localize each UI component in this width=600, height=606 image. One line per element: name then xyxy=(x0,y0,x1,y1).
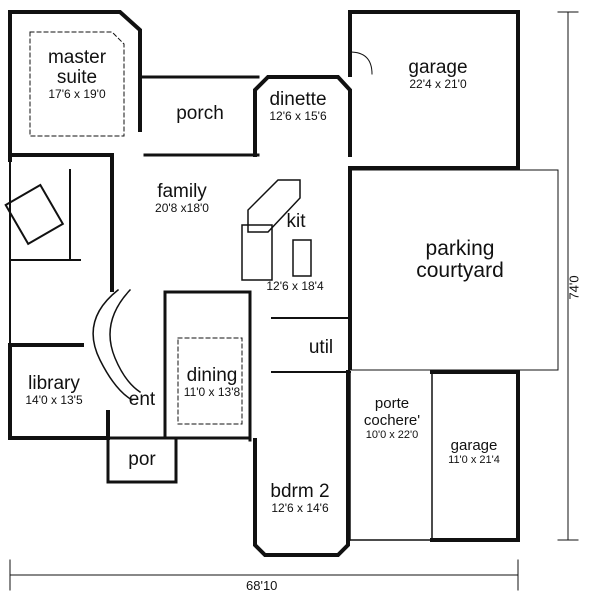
label-porte-cochere: porte cochere' 10'0 x 22'0 xyxy=(363,395,421,441)
label-bdrm2: bdrm 2 12'6 x 14'6 xyxy=(270,481,330,515)
label-family: family 20'8 x18'0 xyxy=(155,181,209,215)
wall-family xyxy=(110,153,352,370)
wall-dinette xyxy=(253,75,352,157)
master-suite-tray-ceiling xyxy=(29,31,125,137)
overall-width-label: 68'10 xyxy=(246,578,278,593)
label-util: util xyxy=(308,337,334,358)
wall-por xyxy=(106,436,178,484)
wall-master-suite xyxy=(8,10,142,162)
wall-bath xyxy=(4,159,81,346)
porte-cochere-outline xyxy=(349,371,433,541)
label-porch: porch xyxy=(176,103,224,124)
label-por: por xyxy=(128,449,156,470)
wall-util xyxy=(271,317,351,373)
label-garage-small: garage 11'0 x 21'4 xyxy=(448,437,500,466)
label-master-suite: master suite 17'6 x 19'0 xyxy=(47,47,107,101)
garage-door-swing xyxy=(349,51,373,75)
label-dining: dining 11'0 x 13'8 xyxy=(183,365,241,399)
wall-bdrm2 xyxy=(253,370,350,557)
wall-garage-small xyxy=(430,370,520,542)
kitchen-island xyxy=(241,179,312,281)
label-dinette: dinette 12'6 x 15'6 xyxy=(269,89,327,123)
dining-tray-ceiling xyxy=(177,337,243,425)
stair xyxy=(92,288,142,402)
wall-porch xyxy=(138,75,260,157)
dimension-line-width xyxy=(9,559,519,591)
label-garage-main: garage 22'4 x 21'0 xyxy=(408,57,468,91)
label-parking-courtyard: parking courtyard xyxy=(416,237,504,283)
wall-library xyxy=(8,343,110,440)
overall-depth-label: 74'0 xyxy=(566,275,582,300)
label-ent: ent xyxy=(128,389,156,410)
label-library: library 14'0 x 13'5 xyxy=(25,373,83,407)
wall-garage-main xyxy=(348,10,520,170)
label-kit: kit xyxy=(286,211,306,232)
label-kit-dim: 12'6 x 18'4 xyxy=(266,279,324,293)
dimension-line-depth xyxy=(557,11,579,541)
